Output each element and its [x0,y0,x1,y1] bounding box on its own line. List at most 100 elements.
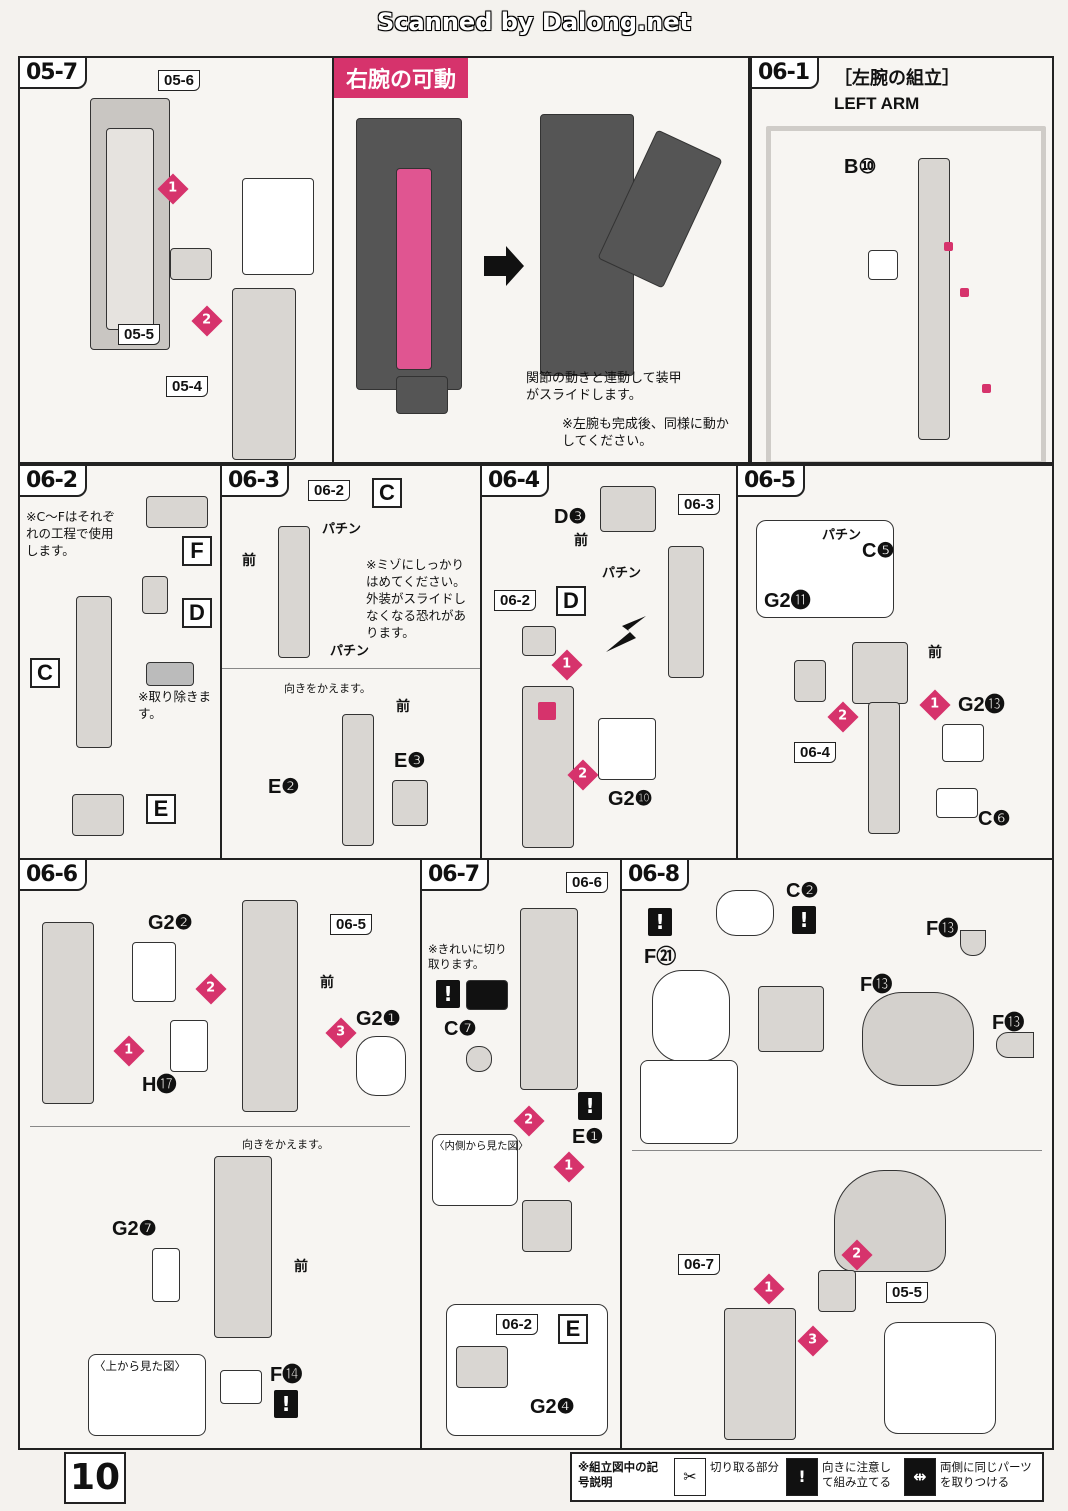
step-label: 06-6 [20,860,88,891]
panel-06-4: 06-4 D❸ 06-3 前 パチン 06-2 D 1 2 G2❿ [480,464,738,860]
step-number-1: 1 [919,689,951,721]
top-view-label: 〈上から見た図〉 [94,1359,186,1373]
ref-label: 06-2 [494,590,537,611]
arm-side-view [42,922,94,1104]
turn-note: 向きをかえます。 [284,682,371,695]
arm-armor-pink [396,168,432,370]
part-label: G2❼ [112,1218,157,1240]
part-d [142,576,168,614]
step-label: 06-7 [422,860,490,891]
part-f14 [220,1370,262,1404]
part-d3 [600,486,656,532]
part-label: C❻ [978,808,1011,830]
spike-part [996,1032,1034,1058]
ref-label: 06-2 [308,480,351,501]
divider [30,1126,410,1127]
step-label: 05-7 [20,58,88,89]
ref-label: 06-4 [794,742,837,763]
part-e [72,794,124,836]
ref-label: 05-6 [158,70,201,91]
inner-view-label: 〈内側から見た図〉 [434,1140,529,1152]
highlight [538,702,556,720]
part-h17 [170,1020,208,1072]
scan-watermark: Scanned by Dalong.net [377,8,691,36]
front-label: 前 [396,698,410,714]
part-g2-10 [598,718,656,780]
upper-arm [724,1308,796,1440]
part-label: C❺ [862,540,895,562]
front-label: 前 [242,552,256,568]
divider [222,668,480,669]
inner-frame-rotated [342,714,374,846]
ref-label: 05-5 [886,1282,929,1303]
shoulder-armor [862,992,974,1086]
part-c [76,596,112,748]
snap-label: パチン [602,565,642,580]
ref-label: 06-5 [330,914,373,935]
ref-label: 06-6 [566,872,609,893]
step-number-2: 2 [191,305,223,337]
panel-06-5: 06-5 パチン C❺ G2⓫ 前 1 G2⓭ 2 06-4 C❻ [736,464,1054,860]
step-number-2: 2 [195,973,227,1005]
part-c2 [716,890,774,936]
part-label: G2⓭ [958,694,1005,716]
panel-note: ※左腕も完成後、同様に動かしてください。 [562,417,729,449]
step-label: 06-1 [752,58,820,89]
runner-frame [766,126,1046,462]
panel-06-8: 06-8 ! C❷ ! F㉑ F⓭ F⓭ F⓭ 2 06-7 1 05-5 3 [620,858,1054,1450]
ref-label: 05-5 [118,324,161,345]
joint-detail-box [884,1322,996,1434]
arm-assembly [668,546,704,678]
cut-indicator [868,250,898,280]
ref-label: 06-7 [678,1254,721,1275]
ref-label: 06-3 [678,494,721,515]
front-label: 前 [574,532,588,548]
part-label: B⑩ [844,156,877,178]
upper-arm [242,900,298,1112]
panel-06-3: 06-3 06-2 C 前 パチン ※ミゾにしっかりはめてください。外装がスライ… [220,464,482,860]
detail-box [640,1060,738,1144]
snap-label: パチン [330,643,370,658]
spike-part [960,930,986,956]
step-label: 06-5 [738,466,806,497]
arm-runner-part [918,158,950,440]
label-e: E [146,794,176,824]
part-g2-7 [152,1248,180,1302]
snap-label: パチン [822,527,862,542]
panel-title: 右腕の可動 [334,58,469,98]
inner-view-box [432,1134,518,1206]
upper-arm [852,642,908,704]
part-g2-2 [132,942,176,1002]
page-number: 10 [64,1452,126,1504]
ref-label: 06-2 [496,1314,539,1335]
cut-note: ※きれいに切り取ります。 [428,942,507,971]
label-c: C [30,658,60,688]
part-f [146,496,208,528]
part-label: H⓱ [142,1074,177,1096]
part-label: G2⓫ [764,590,811,612]
part-label: E❸ [394,750,426,772]
warning-icon: ! [578,1092,602,1120]
gate-mark [982,384,991,393]
arrow-big-icon [606,616,646,652]
removed-part [146,662,194,686]
arm-part [232,288,296,460]
shoulder-inner [652,970,730,1062]
shoulder-assembly [758,986,824,1052]
part-label: F⓭ [992,1012,1025,1034]
ref-box-d: D [556,586,586,616]
both-sides-icon [466,980,508,1010]
part-c5-side [794,660,826,702]
part-c7 [466,1046,492,1072]
torso-inner [106,128,154,330]
warning-icon: ! [274,1390,298,1418]
armor-e3 [392,780,428,826]
both-sides-icon: ⇹ [904,1458,936,1496]
panel-title-jp: ［左腕の組立］ [834,68,960,89]
arm-hand [396,376,448,414]
part-label: G2❷ [148,912,193,934]
part-label: C❷ [786,880,819,902]
step-number-1: 1 [113,1035,145,1067]
part-g2-13 [942,724,984,762]
